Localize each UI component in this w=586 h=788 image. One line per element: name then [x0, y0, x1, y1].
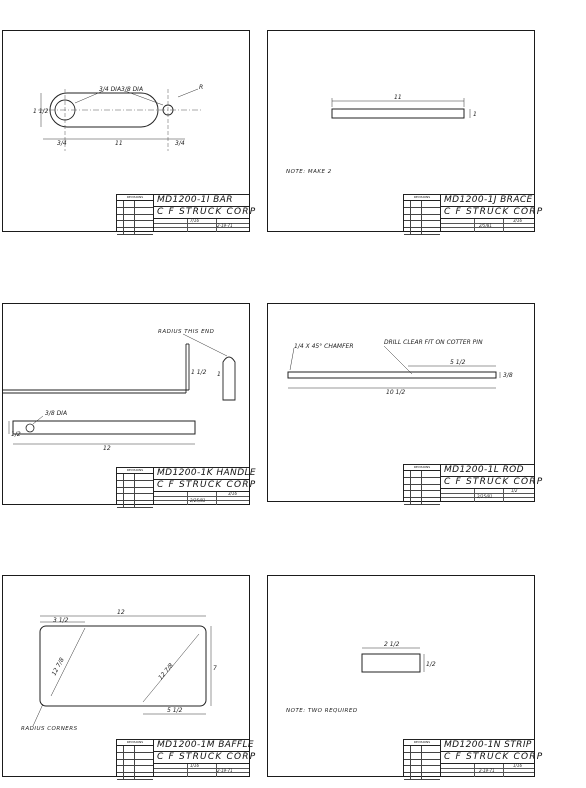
dim-height: 7: [213, 665, 217, 672]
block-thickness: 1/16: [513, 763, 522, 768]
drawing-title: MD1200-1J BRACE: [441, 195, 534, 207]
block-thickness: 3/16: [228, 491, 237, 496]
block-date: 2-19-71: [479, 768, 495, 773]
dim-diagonal-left: 12 7/8: [51, 657, 66, 677]
dim-offset: 3 1/2: [53, 617, 69, 624]
dim-thickness: 1: [473, 111, 477, 118]
drawing-sheet-rod: 1/4 X 45° CHAMFER DRILL CLEAR FIT ON COT…: [267, 303, 542, 505]
revision-table: REVISIONS: [117, 468, 154, 508]
dim-hole-offset: 1/2: [11, 431, 21, 438]
title-block: REVISIONS MD1200-1I BAR C F STRUCK CORP …: [116, 194, 255, 235]
dim-length: 2 1/2: [384, 641, 400, 648]
company-name: C F STRUCK CORP: [154, 752, 255, 764]
dim-length: 10 1/2: [386, 389, 405, 396]
dim-diameter: 3/8: [503, 372, 513, 379]
drawing-sheet-bar: 3/4 DIA 3/8 DIA R 1 1/2 3/4 11 3/4 REVIS…: [2, 30, 255, 235]
drawing-title: MD1200-1K HANDLE: [154, 468, 256, 480]
revision-table: REVISIONS: [404, 195, 441, 235]
dim-right-offset: 3/4: [175, 140, 185, 147]
dim-length: 11: [115, 140, 123, 147]
title-block: REVISIONS MD1200-1J BRACE C F STRUCK COR…: [403, 194, 542, 235]
drawing-title: MD1200-1N STRIP: [441, 740, 534, 752]
rod-drawing: 1/4 X 45° CHAMFER DRILL CLEAR FIT ON COT…: [287, 339, 513, 396]
drawing-sheet-strip: 2 1/2 1/2 NOTE: TWO REQUIRED REVISIONS M…: [267, 575, 542, 780]
note-radius-end: RADIUS THIS END: [158, 329, 215, 335]
drawing-title: MD1200-1M BAFFLE: [154, 740, 254, 752]
block-thickness: 3/16: [513, 218, 522, 223]
dim-3-4-dia: 3/4 DIA: [99, 86, 121, 93]
revision-table: REVISIONS: [117, 740, 154, 780]
title-block: REVISIONS MD1200-1K HANDLE C F STRUCK CO…: [116, 467, 256, 508]
title-block: REVISIONS MD1200-1M BAFFLE C F STRUCK CO…: [116, 739, 255, 780]
company-name: C F STRUCK CORP: [441, 752, 542, 764]
block-thickness: 1/2: [511, 488, 518, 493]
label-drill: DRILL CLEAR FIT ON COTTER PIN: [384, 339, 483, 346]
dim-width: 12: [117, 609, 125, 616]
block-date: 2-19-71: [217, 223, 233, 228]
dim-height: 1 1/2: [33, 108, 49, 115]
dim-bottom-offset: 5 1/2: [167, 707, 183, 714]
revision-table: REVISIONS: [117, 195, 154, 235]
title-block: REVISIONS MD1200-1L ROD C F STRUCK CORP …: [403, 464, 542, 505]
dim-upright: 1 1/2: [191, 369, 207, 376]
block-date: 2/5/81: [479, 223, 492, 228]
block-date: 2-19-71: [217, 768, 233, 773]
dim-end-width: 1: [217, 371, 221, 378]
revision-table: REVISIONS: [404, 740, 441, 780]
note-two-required: NOTE: TWO REQUIRED: [286, 708, 358, 714]
revision-table: REVISIONS: [404, 465, 441, 505]
dim-length: 11: [394, 94, 402, 101]
label-chamfer: 1/4 X 45° CHAMFER: [294, 343, 354, 350]
block-date: 2/25/81: [477, 494, 493, 499]
brace-drawing: 11 1: [331, 94, 477, 119]
title-block: REVISIONS MD1200-1N STRIP C F STRUCK COR…: [403, 739, 542, 780]
company-name: C F STRUCK CORP: [154, 480, 255, 492]
dim-width: 1/2: [426, 661, 436, 668]
dim-left-offset: 3/4: [57, 140, 67, 147]
note-radius-corners: RADIUS CORNERS: [21, 726, 78, 732]
dim-hole-dia: 3/8 DIA: [45, 410, 67, 417]
dim-hole-location: 5 1/2: [450, 359, 466, 366]
dim-diagonal-right: 12 7/8: [157, 662, 175, 681]
drawing-sheet-handle: 3/8 DIA 1/2 12 1 1/2 1 RADIUS THIS END R…: [2, 303, 256, 508]
drawing-sheet-baffle: 12 3 1/2 12 7/8 12 7/8 5 1/2 7 RADIUS CO…: [2, 575, 255, 780]
company-name: C F STRUCK CORP: [441, 207, 542, 219]
strip-drawing: 2 1/2 1/2: [361, 641, 436, 673]
dim-length: 12: [103, 445, 111, 452]
baffle-drawing: 12 3 1/2 12 7/8 12 7/8 5 1/2 7: [32, 609, 217, 727]
block-date: 2/25/81: [190, 498, 206, 503]
bar-drawing: 3/4 DIA 3/8 DIA R 1 1/2 3/4 11 3/4: [33, 84, 203, 151]
drawing-title: MD1200-1L ROD: [441, 465, 534, 477]
dim-3-8-dia: 3/8 DIA: [121, 86, 143, 93]
block-thickness: 1/16: [190, 763, 199, 768]
dim-radius: R: [199, 84, 203, 91]
note-make-2: NOTE: MAKE 2: [286, 169, 332, 175]
block-thickness: 7/16: [190, 218, 199, 223]
company-name: C F STRUCK CORP: [154, 207, 255, 219]
drawing-sheet-brace: 11 1 NOTE: MAKE 2 REVISIONS MD1200-1J BR…: [267, 30, 542, 235]
handle-drawing: 3/8 DIA 1/2 12 1 1/2 1: [3, 333, 236, 452]
drawing-title: MD1200-1I BAR: [154, 195, 249, 207]
company-name: C F STRUCK CORP: [441, 477, 542, 489]
